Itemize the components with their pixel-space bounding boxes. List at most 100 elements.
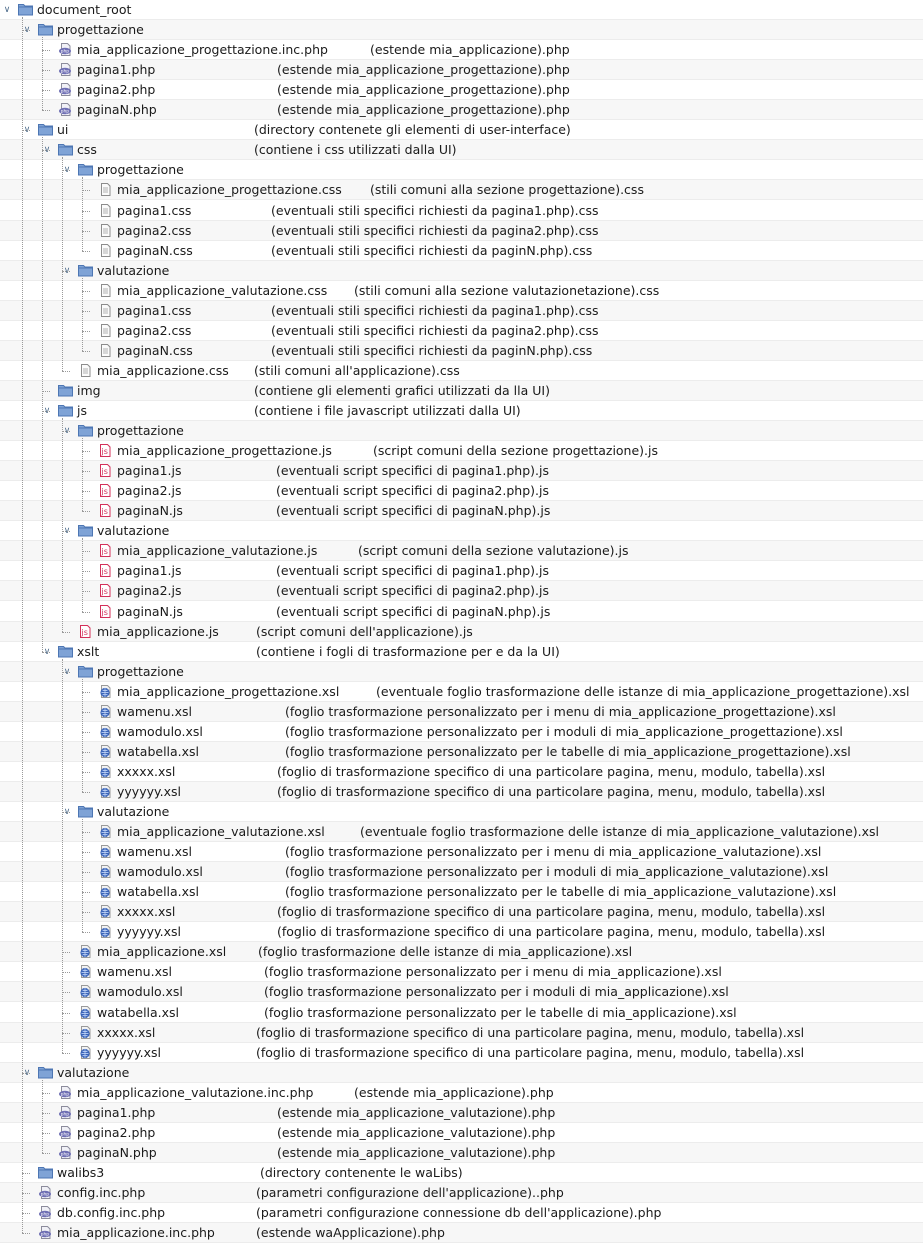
tree-row[interactable]: ∨valutazione — [0, 521, 923, 541]
tree-row[interactable]: ∨valutazione — [0, 1063, 923, 1083]
tree-item-label: mia_applicazione.css — [97, 363, 229, 378]
tree-row[interactable]: xxxxx.xsl(foglio di trasformazione speci… — [0, 762, 923, 782]
tree-row[interactable]: pagina2.css(eventuali stili specifici ri… — [0, 221, 923, 241]
tree-row[interactable]: wamodulo.xsl(foglio trasformazione perso… — [0, 722, 923, 742]
tree-row[interactable]: watabella.xsl(foglio trasformazione pers… — [0, 1003, 923, 1023]
tree-row[interactable]: yyyyyy.xsl(foglio di trasformazione spec… — [0, 922, 923, 942]
tree-row[interactable]: walibs3(directory contenente le waLibs) — [0, 1163, 923, 1183]
tree-row[interactable]: xxxxx.xsl(foglio di trasformazione speci… — [0, 902, 923, 922]
tree-row[interactable]: img (contiene gli elementi grafici utiliz… — [0, 381, 923, 401]
php-file-icon: php — [58, 1086, 73, 1099]
tree-row[interactable]: mia_applicazione_progettazione.xsl(event… — [0, 682, 923, 702]
svg-text:php: php — [61, 49, 70, 55]
xsl-file-icon — [98, 845, 113, 858]
tree-item-description: (foglio trasformazione personalizzato pe… — [285, 724, 843, 739]
php-file-icon: php — [58, 103, 73, 116]
tree-row[interactable]: wamenu.xsl(foglio trasformazione persona… — [0, 842, 923, 862]
tree-row[interactable]: ∨progettazione — [0, 421, 923, 441]
tree-row[interactable]: ∨css(contiene i css utilizzati dalla UI) — [0, 140, 923, 160]
tree-row[interactable]: pagina1.css(eventuali stili specifici ri… — [0, 201, 923, 221]
tree-guide-line — [82, 278, 83, 351]
tree-elbow-line — [82, 231, 90, 232]
tree-row[interactable]: yyyyyy.xsl(foglio di trasformazione spec… — [0, 782, 923, 802]
xsl-file-icon — [78, 965, 93, 978]
tree-guide-line — [42, 37, 43, 110]
tree-item-description: (contiene i fogli di trasformazione per … — [256, 644, 560, 659]
tree-row[interactable]: ∨ui(directory contenete gli elementi di … — [0, 120, 923, 140]
tree-row[interactable]: pagina1.css(eventuali stili specifici ri… — [0, 301, 923, 321]
js-file-icon: js — [98, 544, 113, 557]
tree-item-description: (estende mia_applicazione_valutazione).p… — [277, 1145, 556, 1160]
tree-row[interactable]: yyyyyy.xsl(foglio di trasformazione spec… — [0, 1043, 923, 1063]
tree-row[interactable]: wamodulo.xsl(foglio trasformazione perso… — [0, 862, 923, 882]
tree-row[interactable]: paginaN.css(eventuali stili specifici ri… — [0, 241, 923, 261]
tree-row[interactable]: paginaN.css(eventuali stili specifici ri… — [0, 341, 923, 361]
tree-elbow-line — [82, 451, 90, 452]
tree-row[interactable]: wamenu.xsl(foglio trasformazione persona… — [0, 702, 923, 722]
tree-item-label: pagina2.php — [77, 82, 156, 97]
tree-row[interactable]: ∨ document_root — [0, 0, 923, 20]
tree-guide-line — [22, 17, 23, 1233]
tree-item-label: valutazione — [97, 523, 170, 538]
folder-icon — [78, 665, 93, 678]
tree-item-label: valutazione — [97, 804, 170, 819]
tree-elbow-line — [62, 170, 70, 171]
tree-item-label: img — [77, 383, 101, 398]
tree-row[interactable]: ∨valutazione — [0, 802, 923, 822]
tree-row[interactable]: ∨js(contiene i file javascript utilizzat… — [0, 401, 923, 421]
tree-row[interactable]: mia_applicazione.css(stili comuni all'ap… — [0, 361, 923, 381]
tree-row[interactable]: wamodulo.xsl(foglio trasformazione perso… — [0, 982, 923, 1002]
tree-row[interactable]: mia_applicazione.xsl(foglio trasformazio… — [0, 942, 923, 962]
tree-row[interactable]: watabella.xsl(foglio trasformazione pers… — [0, 742, 923, 762]
tree-item-description: (estende mia_applicazione_progettazione)… — [277, 82, 570, 97]
tree-row[interactable]: mia_applicazione_valutazione.xsl(eventua… — [0, 822, 923, 842]
tree-item-label: document_root — [37, 2, 132, 17]
folder-icon — [38, 23, 53, 36]
tree-row[interactable]: wamenu.xsl(foglio trasformazione persona… — [0, 962, 923, 982]
tree-row[interactable]: ∨progettazione — [0, 662, 923, 682]
tree-row[interactable]: mia_applicazione_valutazione.css(stili c… — [0, 281, 923, 301]
css-file-icon — [98, 284, 113, 297]
tree-row[interactable]: mia_applicazione_progettazione.css(stili… — [0, 180, 923, 200]
tree-item-label: mia_applicazione_progettazione.xsl — [117, 684, 340, 699]
tree-row[interactable]: watabella.xsl(foglio trasformazione pers… — [0, 882, 923, 902]
tree-item-description: (contiene gli elementi grafici utilizzat… — [254, 383, 550, 398]
tree-elbow-line — [42, 411, 50, 412]
tree-elbow-line — [22, 30, 30, 31]
tree-item-label: yyyyyy.xsl — [117, 784, 181, 799]
tree-row[interactable]: ∨xslt(contiene i fogli di trasformazione… — [0, 642, 923, 662]
svg-text:js: js — [101, 487, 108, 496]
tree-row[interactable]: xxxxx.xsl(foglio di trasformazione speci… — [0, 1023, 923, 1043]
tree-elbow-line — [82, 591, 90, 592]
tree-row[interactable]: pagina2.css(eventuali stili specifici ri… — [0, 321, 923, 341]
tree-item-description: (foglio trasformazione personalizzato pe… — [264, 964, 722, 979]
tree-item-label: mia_applicazione.inc.php — [57, 1225, 215, 1240]
tree-row[interactable]: ∨valutazione — [0, 261, 923, 281]
tree-elbow-line — [82, 251, 90, 252]
tree-row[interactable]: ∨progettazione — [0, 20, 923, 40]
tree-item-description: (foglio di trasformazione specifico di u… — [277, 924, 826, 939]
folder-icon — [78, 805, 93, 818]
tree-row[interactable]: ∨progettazione — [0, 160, 923, 180]
chevron-down-icon[interactable]: ∨ — [3, 5, 11, 15]
